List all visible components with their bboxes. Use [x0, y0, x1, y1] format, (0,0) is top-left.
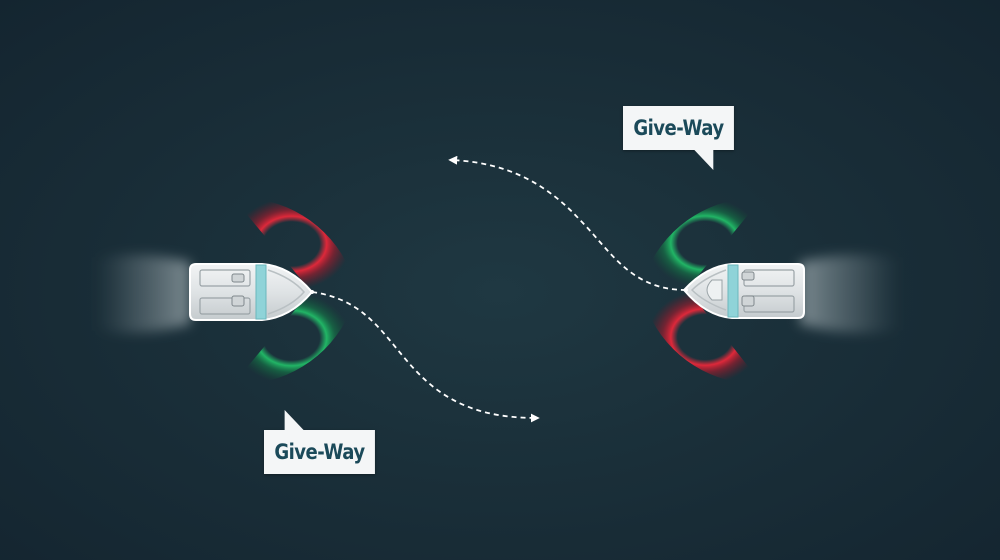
- motorboat-icon: [189, 263, 314, 321]
- right-vessel-course-path: [448, 155, 687, 291]
- left-vessel-wake: [95, 254, 190, 333]
- right-vessel-wake: [800, 254, 900, 333]
- right-vessel-starboard-light: [648, 197, 762, 288]
- left-vessel: [95, 197, 350, 385]
- left-vessel-starboard-light: [233, 292, 350, 385]
- right-vessel: [648, 197, 900, 385]
- give-way-callout-left-vessel: Give-Way: [264, 410, 375, 474]
- right-vessel-port-light: [648, 290, 762, 385]
- left-vessel-port-light: [233, 197, 350, 290]
- give-way-callout-right-vessel: Give-Way: [623, 106, 734, 150]
- left-vessel-course-path: [311, 291, 540, 423]
